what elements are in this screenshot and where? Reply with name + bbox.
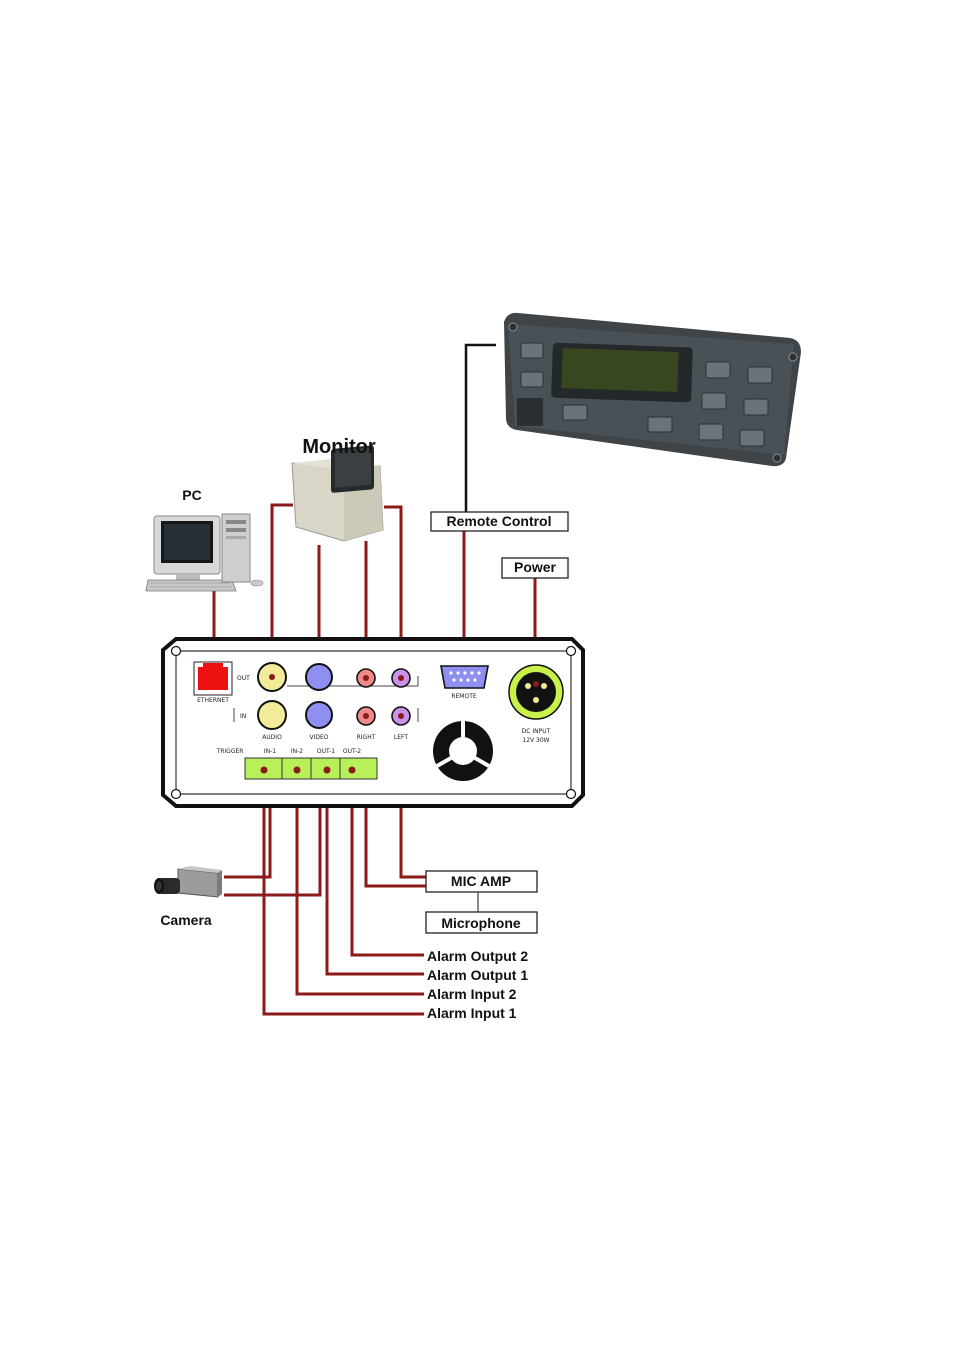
- video-label: VIDEO: [309, 734, 328, 741]
- alarm-output-1-label: Alarm Output 1: [427, 967, 528, 983]
- remote-control-unit: [504, 313, 801, 466]
- monitor-device: [292, 445, 383, 541]
- alarm-input-2-label: Alarm Input 2: [427, 986, 517, 1002]
- remote-control-cable: [466, 345, 496, 513]
- dc-voltage-label: 12V 30W: [522, 737, 549, 744]
- remote-control-label: Remote Control: [447, 513, 552, 529]
- audio-label: AUDIO: [262, 734, 282, 741]
- alarm-input-1-label: Alarm Input 1: [427, 1005, 517, 1021]
- rear-panel: ETHERNET OUT IN AUDIO VIDEO RIGHT LEFT R: [163, 639, 583, 806]
- dc-input-label: DC INPUT: [522, 728, 551, 735]
- alarm-output-2-label: Alarm Output 2: [427, 948, 528, 964]
- video-out-jack: [306, 664, 332, 690]
- power-label: Power: [514, 559, 557, 575]
- remote-label: REMOTE: [451, 693, 477, 700]
- video-in-jack: [306, 702, 332, 728]
- microphone-label: Microphone: [441, 915, 521, 931]
- remote-port: [441, 666, 488, 688]
- right-label: RIGHT: [357, 734, 376, 741]
- ethernet-label: ETHERNET: [197, 697, 229, 704]
- out2-label: OUT-2: [343, 748, 361, 755]
- camera-label: Camera: [160, 912, 212, 928]
- left-label: LEFT: [394, 734, 408, 741]
- trigger-label: TRIGGER: [216, 748, 244, 755]
- pc-device: [146, 514, 263, 591]
- monitor-label: Monitor: [302, 436, 376, 458]
- in1-label: IN-1: [264, 748, 276, 755]
- camera-device: [154, 866, 222, 897]
- out-label: OUT: [237, 675, 250, 682]
- in-label: IN: [240, 713, 246, 720]
- in2-label: IN-2: [291, 748, 303, 755]
- mic-amp-label: MIC AMP: [451, 873, 511, 889]
- ethernet-port: [198, 667, 228, 690]
- out1-label: OUT-1: [317, 748, 335, 755]
- pc-label: PC: [182, 487, 201, 503]
- audio-in-jack: [258, 701, 286, 729]
